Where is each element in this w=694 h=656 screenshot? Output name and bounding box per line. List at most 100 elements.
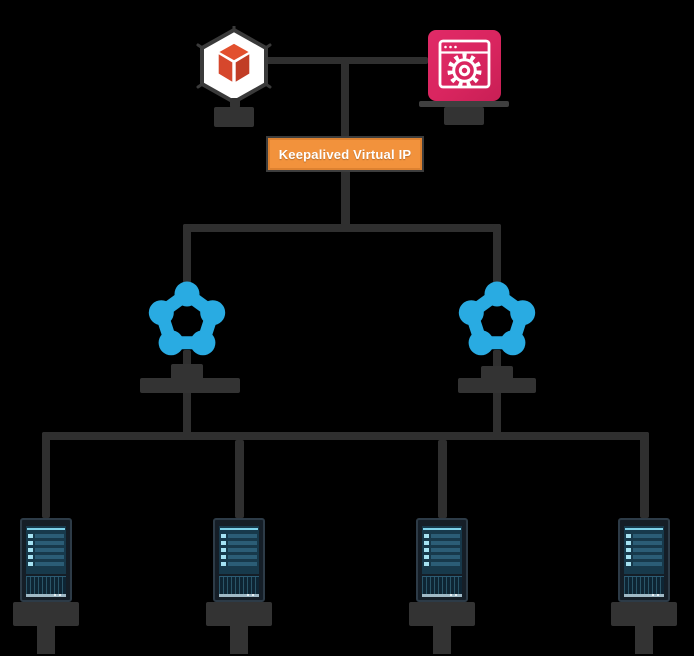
- server-drive-bay: [35, 562, 64, 566]
- server-drive-bay: [35, 534, 64, 538]
- server-indicator-dot: [657, 594, 659, 596]
- connector-proxy-left-riser: [183, 224, 191, 286]
- server-foot-stub: [37, 626, 55, 654]
- connector-proxy-left-drop: [183, 350, 191, 440]
- server-led: [28, 555, 33, 559]
- server-front-panel: [422, 526, 462, 574]
- server-led: [221, 562, 226, 566]
- console-stand-neck: [444, 107, 484, 125]
- server-led: [28, 562, 33, 566]
- server-drive-bay: [35, 548, 64, 552]
- console-stand-shelf: [419, 101, 509, 107]
- server-led: [221, 548, 226, 552]
- db-server-tower-1: [0, 518, 101, 656]
- server-front-panel: [26, 526, 66, 574]
- server-led: [221, 541, 226, 545]
- server-pedestal: [611, 602, 677, 626]
- server-led: [626, 555, 631, 559]
- server-drive-bay: [633, 541, 662, 545]
- server-drive-bay: [228, 548, 257, 552]
- server-drive-bay: [228, 555, 257, 559]
- browser-window-icon: [438, 39, 491, 89]
- server-drive-bay: [35, 541, 64, 545]
- connector-server3-drop: [438, 440, 447, 518]
- vip-label-text: Keepalived Virtual IP: [278, 146, 412, 162]
- connector-bus-horizontal: [42, 432, 649, 440]
- server-indicator-dot: [455, 594, 457, 596]
- server-drive-bay: [228, 541, 257, 545]
- proxysql-star-icon-left: [148, 281, 226, 356]
- server-led: [221, 555, 226, 559]
- server-panel-highlight: [220, 528, 258, 530]
- server-led: [626, 541, 631, 545]
- server-indicator-dot: [252, 594, 254, 596]
- server-drive-bay: [431, 555, 460, 559]
- hexagon-shape: [200, 28, 268, 104]
- server-bottom-strip: [624, 594, 664, 597]
- server-foot-stub: [635, 626, 653, 654]
- package-stand-base: [214, 107, 254, 127]
- server-vents: [219, 576, 259, 595]
- server-led: [221, 534, 226, 538]
- server-indicator-dot: [450, 594, 452, 596]
- connector-proxy-right-riser: [493, 224, 501, 286]
- gear-icon: [447, 53, 482, 88]
- server-led: [626, 562, 631, 566]
- server-panel-highlight: [423, 528, 461, 530]
- connector-server2-drop: [235, 440, 244, 518]
- server-bottom-strip: [26, 594, 66, 597]
- db-server-tower-3: [387, 518, 497, 656]
- server-indicator-dot: [247, 594, 249, 596]
- server-drive-bay: [228, 562, 257, 566]
- server-led: [424, 541, 429, 545]
- server-vents: [26, 576, 66, 595]
- package-hexagon-icon: [196, 26, 272, 109]
- server-foot-stub: [230, 626, 248, 654]
- server-vents: [422, 576, 462, 595]
- server-chassis: [20, 518, 72, 602]
- server-drive-bay: [633, 548, 662, 552]
- server-pedestal: [409, 602, 475, 626]
- server-chassis: [213, 518, 265, 602]
- server-drive-bay: [35, 555, 64, 559]
- server-led: [626, 548, 631, 552]
- connector-server4-drop: [640, 432, 649, 518]
- admin-console-icon: [428, 30, 501, 101]
- server-chassis: [416, 518, 468, 602]
- server-led: [28, 548, 33, 552]
- server-foot-stub: [433, 626, 451, 654]
- connector-proxy-right-drop: [493, 350, 501, 440]
- server-indicator-dot: [59, 594, 61, 596]
- connector-top-drop: [341, 57, 349, 137]
- proxy-left-stand-base: [140, 378, 240, 393]
- server-drive-bay: [633, 555, 662, 559]
- server-indicator-dot: [652, 594, 654, 596]
- server-led: [626, 534, 631, 538]
- server-indicator-dot: [54, 594, 56, 596]
- server-drive-bay: [431, 541, 460, 545]
- server-led: [28, 534, 33, 538]
- cube-icon: [217, 42, 251, 84]
- connector-server1-drop: [42, 432, 50, 518]
- package-stand-neck: [230, 98, 240, 108]
- server-pedestal: [13, 602, 79, 626]
- server-led: [424, 555, 429, 559]
- server-led: [424, 548, 429, 552]
- server-led: [424, 534, 429, 538]
- server-panel-highlight: [625, 528, 663, 530]
- server-drive-bay: [228, 534, 257, 538]
- proxysql-star-icon-right: [458, 281, 536, 356]
- server-bottom-strip: [422, 594, 462, 597]
- server-panel-highlight: [27, 528, 65, 530]
- server-drive-bay: [633, 562, 662, 566]
- server-front-panel: [219, 526, 259, 574]
- server-drive-bay: [431, 562, 460, 566]
- server-drive-bay: [431, 534, 460, 538]
- server-front-panel: [624, 526, 664, 574]
- db-server-tower-2: [184, 518, 294, 656]
- server-pedestal: [206, 602, 272, 626]
- server-drive-bay: [431, 548, 460, 552]
- window-dots: [444, 45, 457, 49]
- db-server-tower-4: [589, 518, 694, 656]
